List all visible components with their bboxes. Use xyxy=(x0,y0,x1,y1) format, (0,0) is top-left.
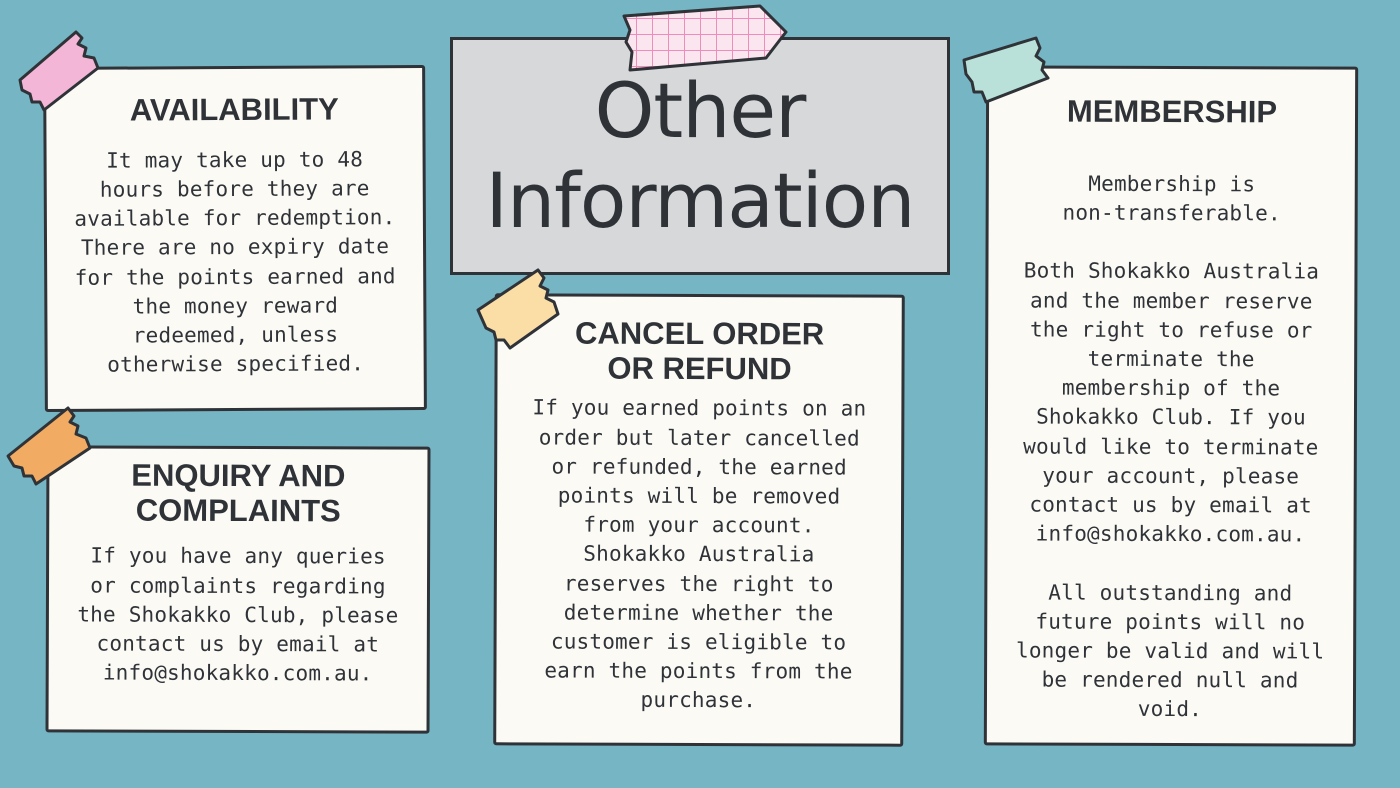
cancel-text: If you earned points on an order but lat… xyxy=(532,395,867,713)
grid-tape-decoration xyxy=(622,4,788,72)
membership-text: Membership is non-transferable. Both Sho… xyxy=(1015,171,1325,722)
enquiry-text: If you have any queries or complaints re… xyxy=(77,543,399,686)
title-panel: Other Information xyxy=(450,37,950,275)
membership-card: MEMBERSHIP Membership is non-transferabl… xyxy=(983,65,1359,747)
availability-card: AVAILABILITY It may take up to 48 hours … xyxy=(43,65,427,412)
page-title: Other Information xyxy=(485,66,916,245)
yellow-tape-decoration xyxy=(476,268,560,350)
availability-text: It may take up to 48 hours before they a… xyxy=(74,147,396,377)
orange-tape-decoration xyxy=(6,406,92,486)
enquiry-card: ENQUIRY AND COMPLAINTS If you have any q… xyxy=(45,445,431,734)
mint-tape-decoration xyxy=(962,36,1050,104)
pink-tape-decoration xyxy=(18,30,100,112)
enquiry-heading: ENQUIRY AND COMPLAINTS xyxy=(131,457,346,529)
cancel-refund-card: CANCEL ORDER OR REFUND If you earned poi… xyxy=(493,293,905,747)
